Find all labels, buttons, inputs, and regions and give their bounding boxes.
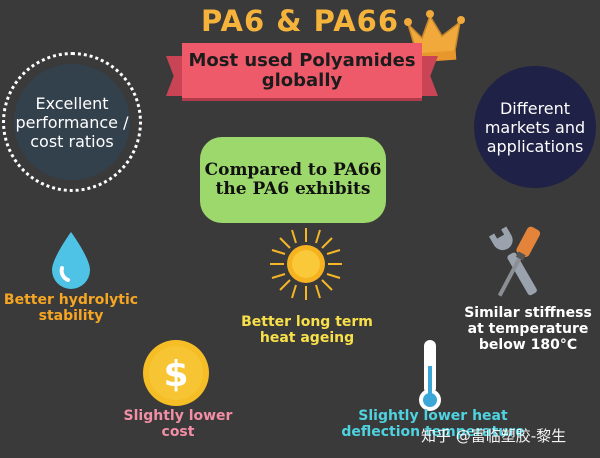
markets-circle: Different markets and applications (474, 66, 596, 188)
dotted-ring (2, 52, 142, 192)
deflection-label: Slightly lower heat deflection temperatu… (341, 408, 525, 440)
sun-icon (270, 228, 342, 300)
stiffness-label: Similar stiffness at temperature below 1… (464, 305, 592, 353)
comparison-badge: Compared to PA66 the PA6 exhibits (204, 141, 382, 219)
ribbon-banner: Most used Polyamides globally (182, 43, 422, 98)
thermometer-icon (419, 340, 441, 411)
watermark: 知乎 @富临塑胶-黎生 (421, 427, 567, 445)
svg-text:$: $ (163, 354, 188, 395)
hydrolytic-label: Better hydrolytic stability (3, 292, 139, 324)
heat-ageing-label: Better long term heat ageing (241, 314, 373, 346)
dollar-coin-icon: $ (143, 340, 209, 406)
cost-label: Slightly lower cost (123, 408, 233, 440)
water-drop-icon (52, 232, 90, 289)
page-title: PA6 & PA66 (200, 4, 400, 38)
wrench-screwdriver-icon (488, 225, 541, 297)
performance-circle: Excellent performance / cost ratios (14, 64, 130, 180)
